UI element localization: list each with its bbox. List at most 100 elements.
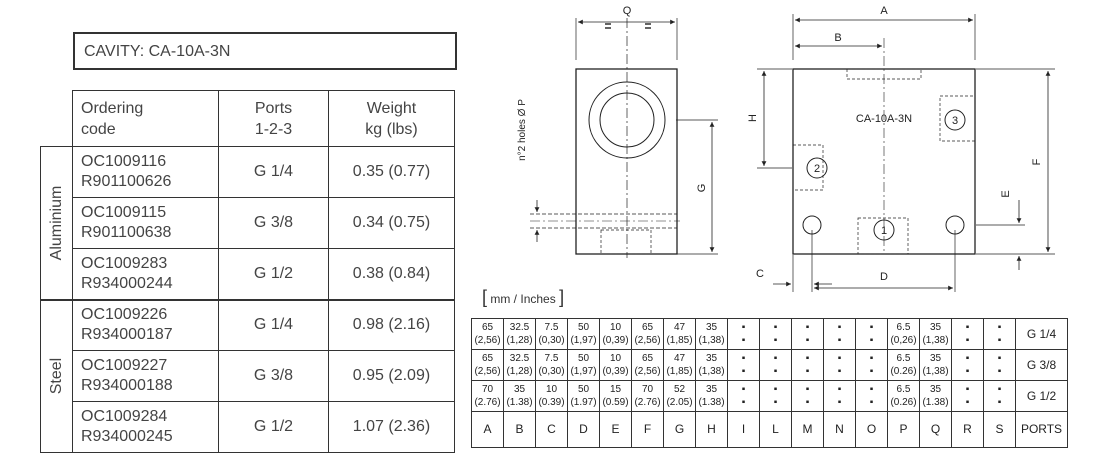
dim-letter: N <box>823 411 856 448</box>
dim-cell: 35(1.38) <box>695 380 728 412</box>
port-2-label: 2 <box>814 163 820 175</box>
dim-cell: ▪▪ <box>759 318 792 350</box>
dim-cell: 50(1,97) <box>567 349 600 381</box>
dim-f: F <box>1031 158 1043 165</box>
port-3-marker <box>944 109 966 131</box>
dim-cell: ▪▪ <box>983 380 1016 412</box>
dim-cell: ▪▪ <box>951 318 984 350</box>
dim-letter: B <box>503 411 536 448</box>
dim-letter: E <box>599 411 632 448</box>
cavity-label: CAVITY: CA-10A-3N <box>73 32 457 70</box>
dim-port-cell: G 3/8 <box>1015 349 1068 381</box>
dim-cell: ▪▪ <box>951 349 984 381</box>
dim-port-cell: G 1/2 <box>1015 380 1068 412</box>
dim-cell: ▪▪ <box>855 318 888 350</box>
dim-q: Q <box>623 5 632 17</box>
dim-cell: ▪▪ <box>759 349 792 381</box>
dim-cell: 6.5(0.26) <box>887 349 920 381</box>
dim-letter: D <box>567 411 600 448</box>
dim-cell: ▪▪ <box>727 349 760 381</box>
dim-letter: A <box>471 411 504 448</box>
dim-cell: 6.5(0,26) <box>887 318 920 350</box>
dim-holes: n°2 holes Ø P <box>517 99 528 161</box>
dim-cell: ▪▪ <box>855 380 888 412</box>
dim-cell: 65(2,56) <box>631 349 664 381</box>
port-1-label: 1 <box>881 225 887 237</box>
dim-letter: C <box>535 411 568 448</box>
dim-a: A <box>880 5 888 17</box>
dim-cell: 32.5(1,28) <box>503 318 536 350</box>
dim-cell: 70(2.76) <box>631 380 664 412</box>
dim-cell: ▪▪ <box>983 349 1016 381</box>
material-steel: Steel <box>40 298 73 453</box>
dim-cell: ▪▪ <box>951 380 984 412</box>
dim-port-cell: G 1/4 <box>1015 318 1068 350</box>
dim-cell: ▪▪ <box>823 380 856 412</box>
port-1-marker <box>873 219 895 241</box>
dim-cell: 32.5(1,28) <box>503 349 536 381</box>
dim-cell: ▪▪ <box>791 318 824 350</box>
dim-letter: O <box>855 411 888 448</box>
dim-cell: 52(2.05) <box>663 380 696 412</box>
port-2-marker <box>806 157 828 179</box>
side-view-body <box>575 68 678 255</box>
dim-b: B <box>834 32 841 44</box>
dim-letter: G <box>663 411 696 448</box>
dim-cell: 10(0.39) <box>535 380 568 412</box>
dim-letter: R <box>951 411 984 448</box>
table-row: 70(2.76)35(1.38)10(0.39)50(1.97)15(0.59)… <box>471 380 1068 412</box>
dim-letter: S <box>983 411 1016 448</box>
dim-cell: 35(1,38) <box>695 349 728 381</box>
dim-e: E <box>1000 190 1012 197</box>
material-aluminium: Aluminium <box>40 146 73 300</box>
dim-cell: 7.5(0,30) <box>535 349 568 381</box>
ports-header: PORTS <box>1015 411 1068 448</box>
dim-cell: 47(1,85) <box>663 318 696 350</box>
mount-hole-left <box>802 215 822 235</box>
dim-cell: ▪▪ <box>791 349 824 381</box>
dim-cell: 65(2,56) <box>631 318 664 350</box>
dim-cell: 50(1,97) <box>567 318 600 350</box>
dim-cell: 70(2.76) <box>471 380 504 412</box>
dim-cell: 35(1.38) <box>919 380 952 412</box>
dim-cell: 65(2,56) <box>471 349 504 381</box>
cavity-text: CA-10A-3N <box>856 113 912 125</box>
dim-cell: ▪▪ <box>983 318 1016 350</box>
dim-letter: L <box>759 411 792 448</box>
dim-cell: ▪▪ <box>791 380 824 412</box>
dim-cell: ▪▪ <box>823 349 856 381</box>
dim-cell: 35(1.38) <box>503 380 536 412</box>
dim-letter: Q <box>919 411 952 448</box>
dim-cell: ▪▪ <box>823 318 856 350</box>
mount-hole-right <box>945 215 965 235</box>
dim-cell: 15(0.59) <box>599 380 632 412</box>
dim-cell: ▪▪ <box>759 380 792 412</box>
dim-letter: H <box>695 411 728 448</box>
side-port-inner <box>599 92 655 148</box>
dim-cell: 35(1,38) <box>919 318 952 350</box>
dim-cell: ▪▪ <box>727 380 760 412</box>
dim-cell: 35(1,38) <box>919 349 952 381</box>
units-label: [ mm / Inches ] <box>482 287 565 307</box>
dim-cell: 65(2,56) <box>471 318 504 350</box>
dim-d: D <box>880 271 888 283</box>
dim-cell: 50(1.97) <box>567 380 600 412</box>
dim-g: G <box>696 184 708 193</box>
table-row: 65(2,56)32.5(1,28)7.5(0,30)50(1,97)10(0,… <box>471 318 1068 350</box>
dim-cell: 10(0,39) <box>599 318 632 350</box>
dim-cell: 47(1,85) <box>663 349 696 381</box>
table-row: 65(2,56)32.5(1,28)7.5(0,30)50(1,97)10(0,… <box>471 349 1068 381</box>
dim-letter: M <box>791 411 824 448</box>
dim-h: H <box>747 114 759 122</box>
dim-letter: I <box>727 411 760 448</box>
dim-cell: 7.5(0,30) <box>535 318 568 350</box>
dimensions-table: 65(2,56)32.5(1,28)7.5(0,30)50(1,97)10(0,… <box>471 318 1068 448</box>
dim-cell: 6.5(0.26) <box>887 380 920 412</box>
